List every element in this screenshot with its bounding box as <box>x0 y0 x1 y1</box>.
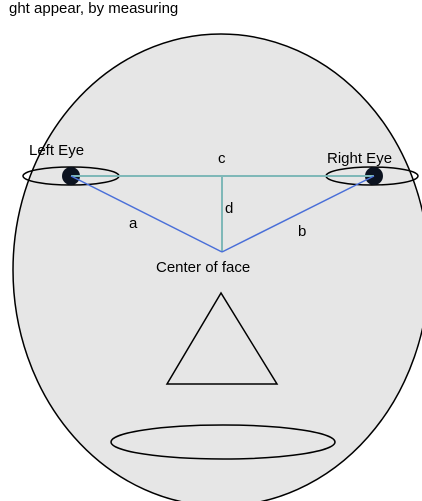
label-left-eye: Left Eye <box>29 142 84 159</box>
label-b: b <box>298 223 306 240</box>
label-right-eye: Right Eye <box>327 150 392 167</box>
header-text-fragment: ght appear, by measuring <box>9 0 178 17</box>
label-center-of-face: Center of face <box>156 259 250 276</box>
label-a: a <box>129 215 138 232</box>
label-c: c <box>218 150 226 167</box>
label-d: d <box>225 200 233 217</box>
